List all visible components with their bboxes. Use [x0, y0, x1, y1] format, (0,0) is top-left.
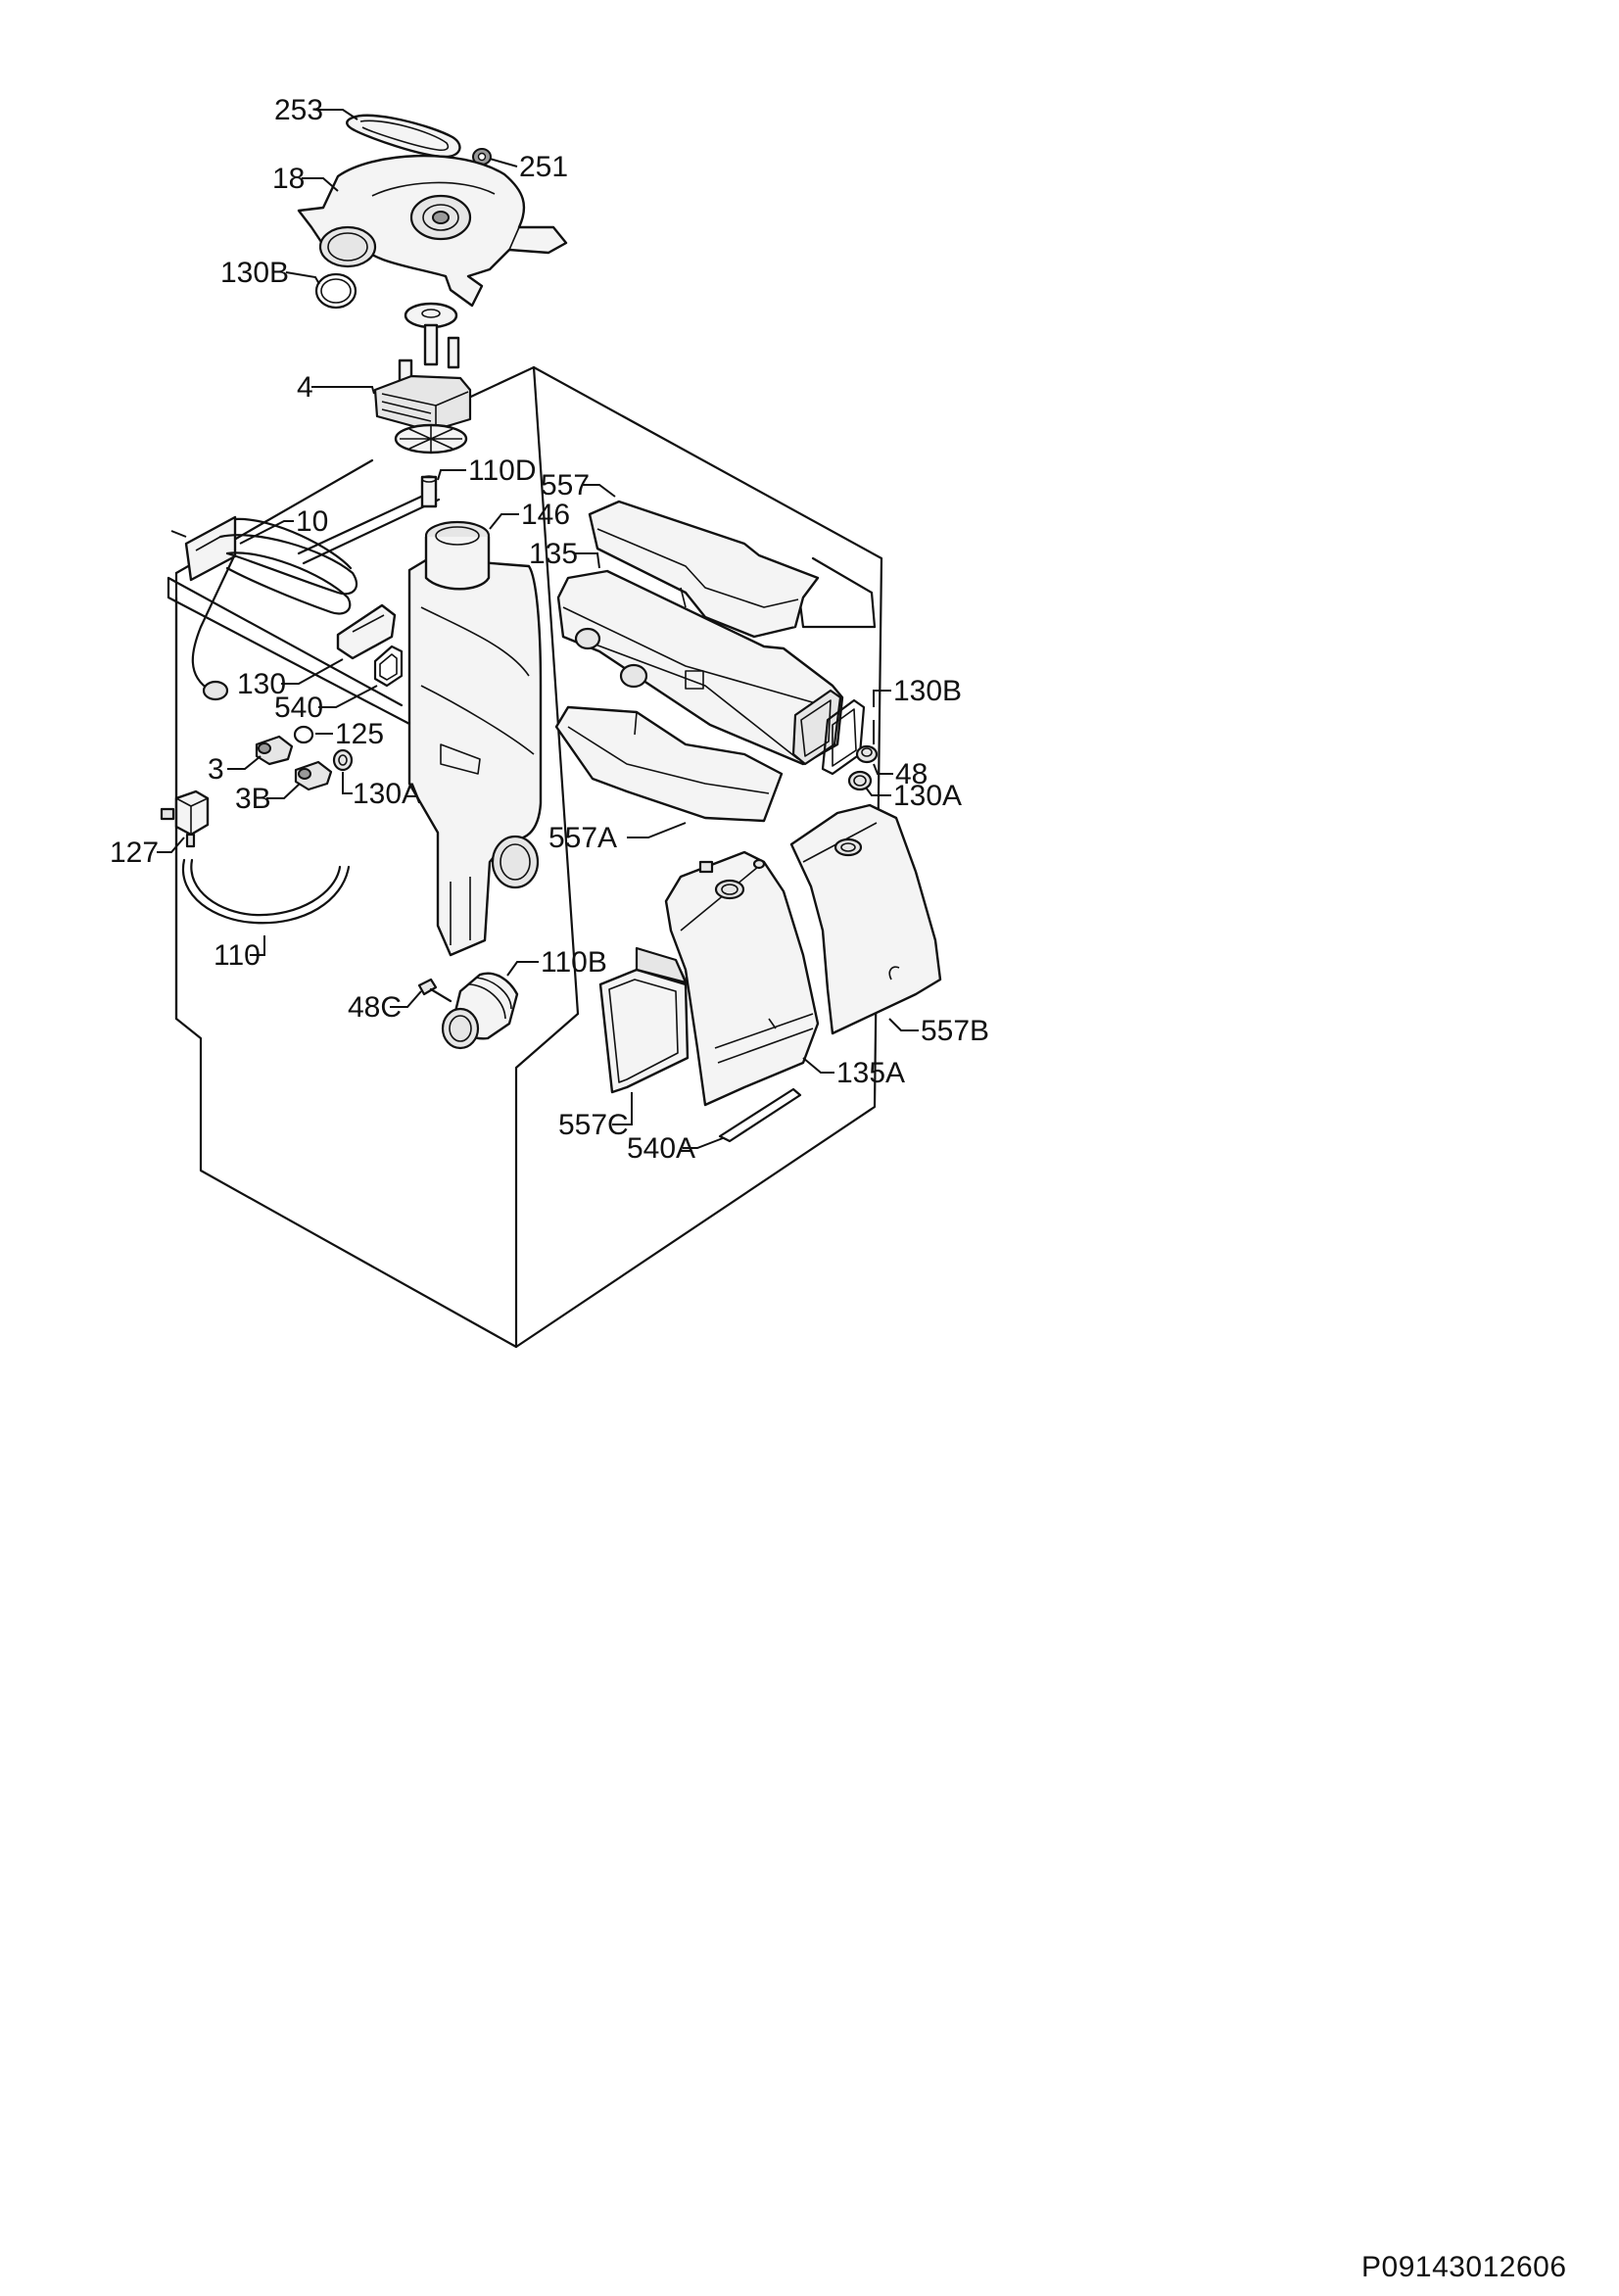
motor-fan-wheel	[394, 423, 468, 454]
label-110B: 110B	[541, 946, 607, 979]
part-48C-screw	[417, 978, 452, 1003]
part-557-cover	[588, 500, 820, 639]
label-135A: 135A	[836, 1057, 905, 1089]
label-557B: 557B	[921, 1015, 989, 1047]
label-48: 48	[895, 758, 928, 790]
part-10-heating-element	[170, 475, 441, 701]
part-48-plug	[855, 744, 879, 764]
label-3: 3	[208, 753, 224, 786]
part-labels: 253 251 18 130B 4 110D 557 146 10 135 13…	[110, 94, 989, 1165]
part-253-belt	[346, 114, 461, 159]
label-540A: 540A	[627, 1132, 695, 1165]
part-110-hose	[181, 858, 351, 925]
label-251: 251	[519, 151, 568, 183]
label-130B-right: 130B	[893, 675, 962, 707]
part-125-o-ring	[293, 725, 314, 744]
label-130A-left: 130A	[353, 778, 421, 810]
label-18: 18	[272, 163, 305, 195]
label-130A-right: 130A	[893, 780, 962, 812]
label-557A: 557A	[548, 822, 617, 854]
part-130A-plug-left	[332, 748, 354, 772]
label-3B: 3B	[235, 783, 271, 815]
part-4-motor	[373, 302, 472, 454]
label-557: 557	[541, 469, 590, 502]
part-18-fan-housing	[297, 154, 568, 308]
label-10: 10	[296, 505, 328, 538]
label-146: 146	[521, 499, 570, 531]
part-130A-plug-right	[847, 770, 873, 791]
label-253: 253	[274, 94, 323, 126]
part-146-condensate-duct	[407, 520, 543, 957]
part-135A-duct	[664, 850, 820, 1107]
document-code: P09143012606	[1361, 2251, 1567, 2283]
label-110: 110	[214, 939, 261, 972]
part-3-sensor	[255, 735, 294, 766]
part-130B-seal-ring	[314, 272, 357, 310]
part-557C-cover	[598, 946, 690, 1094]
label-540: 540	[274, 692, 323, 724]
part-540A-gasket	[718, 1087, 802, 1143]
part-557B-cover	[789, 803, 942, 1035]
part-135-air-duct	[556, 569, 844, 766]
label-130: 130	[237, 668, 286, 700]
part-110B-bellows	[441, 972, 519, 1050]
label-557C: 557C	[558, 1109, 629, 1141]
leader-lines	[157, 109, 919, 1149]
label-127: 127	[110, 837, 159, 869]
label-48C: 48C	[348, 991, 402, 1024]
part-3B-sensor	[294, 760, 333, 791]
label-110D: 110D	[468, 454, 537, 487]
part-557A-cover	[554, 705, 784, 823]
label-135: 135	[529, 538, 578, 570]
part-540-gasket	[373, 645, 404, 688]
label-130B-top: 130B	[220, 257, 289, 289]
part-127-valve	[160, 789, 210, 848]
part-251-nut	[472, 148, 492, 166]
label-125: 125	[335, 718, 384, 750]
label-4: 4	[297, 371, 313, 404]
